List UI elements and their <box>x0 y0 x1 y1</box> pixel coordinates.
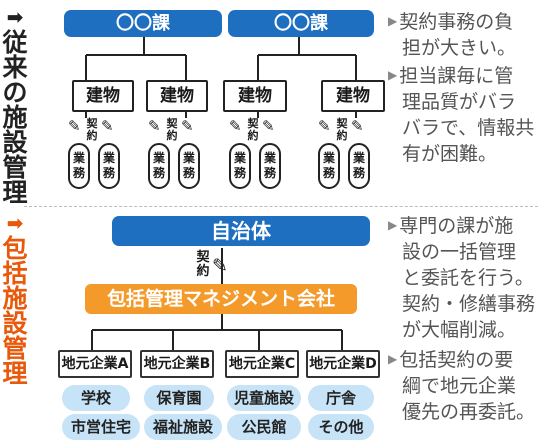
contract-mark: 契約 <box>166 117 178 142</box>
comprehensive-label: ➡ 包括施設管理 <box>2 212 28 386</box>
facility-nursery: 保育園 <box>144 385 214 411</box>
work-oval: 業務 <box>318 143 340 189</box>
bullet-triangle-icon: ▶ <box>388 14 398 28</box>
comprehensive-connectors <box>91 248 343 350</box>
right-arrow-icon: ➡ <box>6 5 24 29</box>
bullet-triangle-icon: ▶ <box>388 68 398 82</box>
municipality-box: 自治体 <box>112 216 370 246</box>
building-box: 建物 <box>146 80 208 112</box>
conventional-label: ➡ 従来の施設管理 <box>2 6 28 205</box>
building-box: 建物 <box>72 80 134 112</box>
work-oval: 業務 <box>259 143 281 189</box>
department-box-1: 〇〇課 <box>64 10 222 37</box>
contract-mark: 契約 <box>86 117 98 142</box>
work-oval: 業務 <box>68 143 90 189</box>
facility-other: その他 <box>308 414 374 440</box>
comprehensive-note-2: ▶包括契約の要 綱で地元企業 優先の再委託。 <box>388 349 536 423</box>
work-oval: 業務 <box>178 143 200 189</box>
document-icon: ✎ <box>212 255 228 277</box>
local-company-a: 地元企業A <box>58 350 132 378</box>
document-icon: ✎ <box>101 117 114 135</box>
document-icon: ✎ <box>68 117 81 135</box>
comprehensive-note-1: ▶専門の課が施 設の一括管理 と委託を行う。 契約・修繕事務 が大幅削減。 <box>388 215 536 341</box>
document-icon: ✎ <box>351 117 364 135</box>
local-company-d: 地元企業D <box>306 350 380 378</box>
bullet-triangle-icon: ▶ <box>388 352 398 366</box>
contract-mark: 契約 <box>196 250 210 279</box>
conventional-label-text: 従来の施設管理 <box>2 28 28 207</box>
work-oval: 業務 <box>148 143 170 189</box>
work-oval: 業務 <box>229 143 251 189</box>
bullet-triangle-icon: ▶ <box>388 218 398 232</box>
work-oval: 業務 <box>98 143 120 189</box>
contract-mark: 契約 <box>336 117 348 142</box>
management-company-box: 包括管理マネジメント会社 <box>85 284 357 314</box>
right-arrow-icon: ➡ <box>6 211 24 235</box>
department-box-2: 〇〇課 <box>228 10 374 37</box>
document-icon: ✎ <box>181 117 194 135</box>
local-company-c: 地元企業C <box>225 350 299 378</box>
document-icon: ✎ <box>148 117 161 135</box>
building-box: 建物 <box>321 80 385 112</box>
work-oval: 業務 <box>348 143 370 189</box>
comprehensive-label-text: 包括施設管理 <box>2 234 28 388</box>
document-icon: ✎ <box>318 117 331 135</box>
conventional-note-2: ▶担当課毎に管 理品質がバラ バラで、情報共 有が困難。 <box>388 65 535 165</box>
facility-office: 庁舎 <box>308 385 374 411</box>
contract-mark: 契約 <box>247 117 259 142</box>
local-company-b: 地元企業B <box>140 350 214 378</box>
facility-community: 公民館 <box>227 414 301 440</box>
building-box: 建物 <box>223 80 287 112</box>
facility-school: 学校 <box>62 385 130 411</box>
facility-housing: 市営住宅 <box>62 414 140 440</box>
document-icon: ✎ <box>229 117 242 135</box>
conventional-note-1: ▶契約事務の負 担が大きい。 <box>388 11 517 59</box>
facility-welfare: 福祉施設 <box>144 414 222 440</box>
section-divider <box>24 206 538 207</box>
conventional-connectors <box>85 36 357 118</box>
facility-child: 児童施設 <box>227 385 301 411</box>
document-icon: ✎ <box>262 117 275 135</box>
